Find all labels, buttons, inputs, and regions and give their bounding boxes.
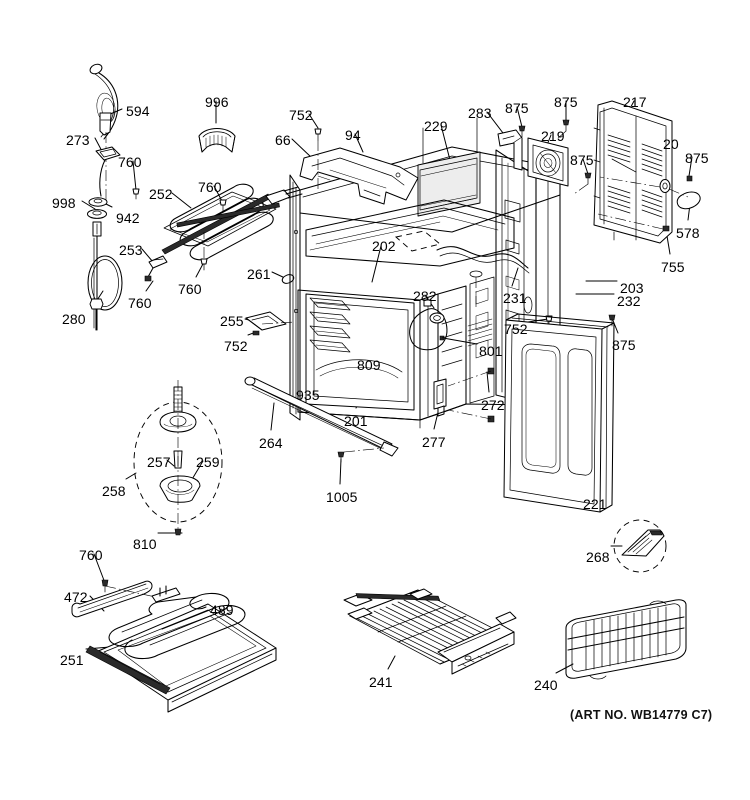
callout-door-latch-assembly: 282 bbox=[413, 288, 437, 304]
callout-gliding-oven-rack: 241 bbox=[369, 674, 393, 690]
callout-screw: 760 bbox=[128, 295, 152, 311]
callout-oven-door-outer-panel: 221 bbox=[583, 496, 607, 512]
callout-top-trim-bracket: 94 bbox=[345, 127, 361, 143]
callout-convection-fan: 219 bbox=[541, 128, 565, 144]
leader-line-998 bbox=[81, 200, 96, 210]
callout-oven-liner: 201 bbox=[344, 413, 368, 429]
callout-insulation-clip: 996 bbox=[205, 94, 229, 110]
callout-screw: 875 bbox=[570, 152, 594, 168]
callout-bushing: 20 bbox=[663, 136, 679, 152]
leader-line-875 bbox=[516, 106, 523, 128]
leader-line-66 bbox=[291, 138, 313, 159]
callout-washer: 998 bbox=[52, 195, 76, 211]
insulation-clip-996 bbox=[198, 128, 236, 153]
art-number: (ART NO. WB14779 C7) bbox=[570, 708, 713, 722]
door-handle-clip-268 bbox=[613, 519, 667, 573]
leader-line-760 bbox=[145, 280, 154, 292]
callout-door-hinge-receiver: 277 bbox=[422, 434, 446, 450]
callout-screw: 760 bbox=[79, 547, 103, 563]
callout-side-panel-left: 231 bbox=[503, 290, 527, 306]
leader-line-264 bbox=[270, 402, 275, 431]
callout-leg-foot: 259 bbox=[196, 454, 220, 470]
callout-latch-switch: 801 bbox=[479, 343, 503, 359]
leader-line-258 bbox=[125, 472, 137, 480]
callout-door-handle-clip: 268 bbox=[586, 549, 610, 565]
callout-insulation-blanket: 229 bbox=[424, 118, 448, 134]
callout-rear-panel: 217 bbox=[623, 94, 647, 110]
leveling-leg-assembly-258 bbox=[133, 380, 223, 536]
callout-screw: 1005 bbox=[326, 489, 358, 505]
flat-oven-rack-240 bbox=[565, 599, 687, 680]
leader-line-202 bbox=[371, 245, 382, 283]
leader-line-229 bbox=[440, 124, 452, 165]
callout-hinge-pin: 261 bbox=[247, 266, 271, 282]
trim-bracket-255 bbox=[245, 311, 295, 336]
callout-screw: 875 bbox=[505, 100, 529, 116]
callout-leg-screw: 810 bbox=[133, 536, 157, 552]
leader-line-283 bbox=[486, 111, 504, 134]
callout-chassis-frame: 203 bbox=[620, 280, 644, 296]
callout-screw: 875 bbox=[554, 94, 578, 110]
callout-oven-top-liner: 202 bbox=[372, 238, 396, 254]
callout-screw: 760 bbox=[178, 281, 202, 297]
callout-front-trim-rod: 264 bbox=[259, 435, 283, 451]
leader-line-760 bbox=[132, 160, 137, 191]
callout-oven-bottom-pan: 251 bbox=[60, 652, 84, 668]
leader-line-875 bbox=[582, 158, 589, 175]
callout-door-hinge: 272 bbox=[481, 397, 505, 413]
callout-oven-bottom-panel: 935 bbox=[296, 387, 320, 403]
callout-side-panel-right: 232 bbox=[617, 293, 641, 309]
broil-element-252 bbox=[144, 183, 303, 282]
gliding-oven-rack-241 bbox=[343, 588, 517, 675]
temperature-probe-group bbox=[87, 63, 140, 331]
leader-line-241 bbox=[387, 655, 396, 670]
oven-body bbox=[289, 117, 569, 429]
leader-line-261 bbox=[271, 271, 286, 279]
leader-line-231 bbox=[511, 267, 519, 287]
rear-hardware bbox=[597, 175, 701, 232]
leader-line-240 bbox=[555, 663, 574, 674]
callout-bake-element-shield: 472 bbox=[64, 589, 88, 605]
leader-line-252 bbox=[171, 192, 192, 209]
leader-line-94 bbox=[354, 133, 364, 153]
leader-line-760 bbox=[93, 553, 106, 584]
callout-probe-grommet: 273 bbox=[66, 132, 90, 148]
front-trim-rod-264 bbox=[244, 376, 399, 463]
oven-door-221 bbox=[447, 313, 615, 513]
leader-line-253 bbox=[141, 248, 154, 263]
callout-nut: 942 bbox=[116, 210, 140, 226]
bake-element-assembly bbox=[71, 579, 277, 713]
callout-oven-front-frame: 66 bbox=[275, 132, 291, 148]
callout-screw: 875 bbox=[612, 337, 636, 353]
leader-line-801 bbox=[442, 337, 478, 345]
callout-screw: 760 bbox=[118, 154, 142, 170]
callout-leveling-leg-assembly: 258 bbox=[102, 483, 126, 499]
callout-screw: 752 bbox=[504, 321, 528, 337]
callout-plug-cap: 578 bbox=[676, 225, 700, 241]
callout-broil-element: 252 bbox=[149, 186, 173, 202]
callout-trim-bracket: 255 bbox=[220, 313, 244, 329]
callout-strain-relief: 755 bbox=[661, 259, 685, 275]
leader-line-272 bbox=[486, 371, 490, 393]
callout-element-bracket: 253 bbox=[119, 242, 143, 258]
callout-bake-element: 489 bbox=[210, 602, 234, 618]
callout-temperature-probe: 594 bbox=[126, 103, 150, 119]
leader-line-875 bbox=[611, 317, 619, 334]
rear-panel-217 bbox=[593, 100, 673, 244]
leader-line-752 bbox=[308, 113, 319, 129]
leader-line-875 bbox=[688, 156, 693, 177]
callout-screw: 875 bbox=[685, 150, 709, 166]
leader-line-257 bbox=[166, 459, 175, 467]
callout-screw: 760 bbox=[198, 179, 222, 195]
leader-line-1005 bbox=[339, 458, 342, 485]
screw-875-group bbox=[509, 119, 616, 327]
callout-oven-cavity-light: 809 bbox=[357, 357, 381, 373]
callout-leg-insert: 257 bbox=[147, 454, 171, 470]
callout-screw: 752 bbox=[289, 107, 313, 123]
callout-rear-support-bracket: 283 bbox=[468, 105, 492, 121]
callout-flat-oven-rack: 240 bbox=[534, 677, 558, 693]
callout-screw: 752 bbox=[224, 338, 248, 354]
callout-capillary-tube: 280 bbox=[62, 311, 86, 327]
